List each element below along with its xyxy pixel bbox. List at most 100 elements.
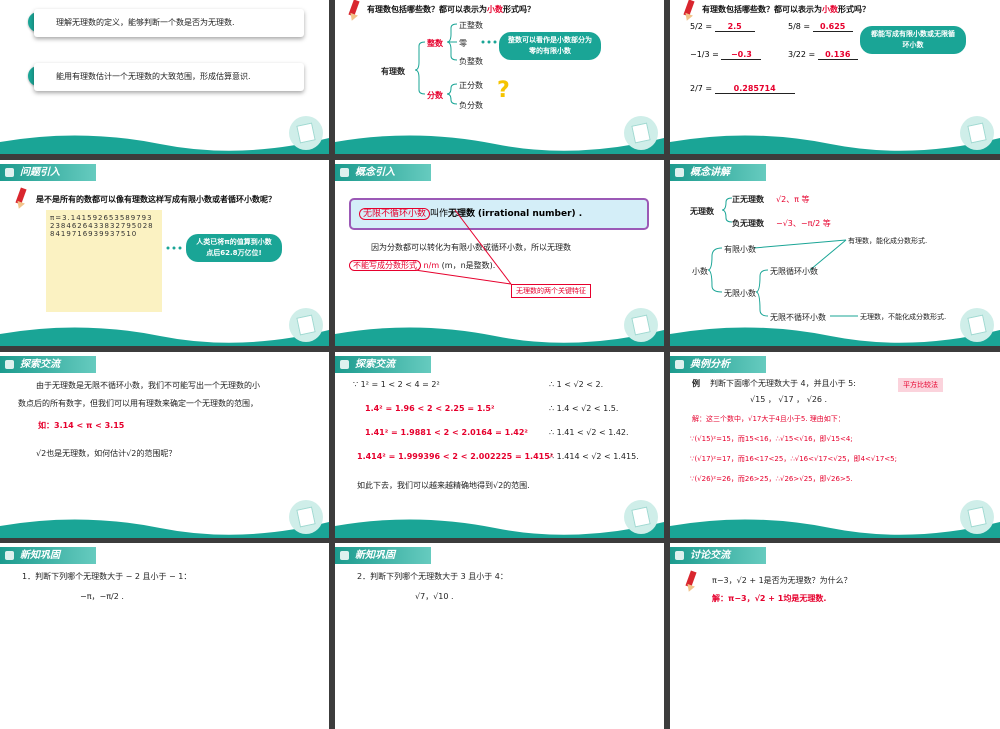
paragraph-line-1: 因为分数都可以转化为有限小数或循环小数，所以无理数	[371, 243, 571, 252]
paper-icon	[960, 308, 994, 342]
paper-icon	[289, 308, 323, 342]
example-inequality: 如：3.14 < π < 3.15	[38, 421, 125, 430]
paper-icon	[624, 116, 658, 150]
step-left-1: ∵ 1² = 1 < 2 < 4 = 2²	[353, 380, 440, 389]
leaf-neg-frac: 负分数	[459, 101, 483, 110]
step-left-3: 1.41² = 1.9881 < 2 < 2.0164 = 1.42²	[365, 428, 528, 437]
wave-decoration	[0, 519, 329, 538]
step-left-4: 1.414² = 1.999396 < 2 < 2.002225 = 1.415…	[357, 452, 554, 461]
question-text: 是不是所有的数都可以像有理数这样写成有限小数或者循环小数呢？	[36, 195, 276, 204]
decimal-root: 小数	[692, 267, 708, 276]
infinite-repeating: 无限循环小数	[770, 267, 818, 276]
question-text: 有理数包括哪些数？都可以表示为小数形式吗？	[367, 5, 535, 14]
discussion-answer: 解：π−3，√2 + 1均是无理数.	[712, 594, 827, 603]
leaf-neg-int: 负整数	[459, 57, 483, 66]
irrational-root: 无理数	[690, 207, 714, 216]
question-text: 有理数包括哪些数？都可以表示为小数形式吗？	[702, 5, 870, 14]
step-left-2: 1.4² = 1.96 < 2 < 2.25 = 1.5²	[365, 404, 495, 413]
slide-example-analysis[interactable]: 典例分析 例 判断下面哪个无理数大于 4，并且小于 5: √15 ， √17 ，…	[670, 352, 1000, 538]
objective-item-1: 理解无理数的定义，能够判断一个数是否为无理数.	[34, 9, 304, 37]
slide-decimal-forms[interactable]: 有理数包括哪些数？都可以表示为小数形式吗？ 5/2 = 2.5 5/8 = 0.…	[670, 0, 1000, 154]
slide-header: 新知巩固	[0, 547, 96, 564]
slide-explore-2[interactable]: 探索交流 ∵ 1² = 1 < 2 < 4 = 2² ∴ 1 < √2 < 2.…	[335, 352, 664, 538]
solution-intro: 解：这三个数中，√17大于4且小于5. 理由如下：	[692, 415, 845, 423]
equation-2a: −1/3 = −0.3̇	[690, 50, 762, 60]
arrow-lines	[414, 209, 512, 285]
paragraph-line-1: 由于无理数是无限不循环小数，我们不可能写出一个无理数的小	[36, 381, 260, 390]
note-bubble: 都能写成有限小数或无限循环小数	[860, 26, 966, 54]
equation-2b: 3/22 = 0.136̇	[788, 50, 858, 60]
slide-header: 新知巩固	[335, 547, 431, 564]
pos-irrational: 正无理数	[732, 195, 764, 204]
solution-line-1: ∵(√15)²=15，而15<16，∴√15<√16，即√15<4;	[690, 435, 853, 443]
definition-key: 无限不循环小数	[359, 208, 431, 220]
wave-decoration	[335, 135, 664, 154]
slide-header: 探索交流	[0, 356, 96, 373]
slide-header: 典例分析	[670, 356, 766, 373]
slide-header: 概念引入	[335, 164, 431, 181]
paper-icon	[960, 116, 994, 150]
discussion-question: π−3，√2 + 1是否为无理数？为什么？	[712, 576, 852, 585]
example-label: 例	[692, 379, 700, 388]
pi-spiral-image: π=3.141592653589793238462643383279502884…	[46, 210, 162, 312]
features-tag: 无理数的两个关键特征	[511, 284, 591, 298]
slide-rational-classification[interactable]: 有理数包括哪些数？都可以表示为小数形式吗？ 有理数 整数 分数 正整数 零 负整…	[335, 0, 664, 154]
paper-icon	[960, 500, 994, 534]
wave-decoration	[670, 327, 1000, 346]
exercise-numbers: −π，−π/2 .	[80, 592, 124, 601]
finite-decimal: 有限小数	[724, 245, 756, 254]
leaf-pos-int: 正整数	[459, 21, 483, 30]
wave-decoration	[0, 327, 329, 346]
definition-box: 无限不循环小数叫作无理数 (irrational number) .	[349, 198, 649, 230]
slide-header: 探索交流	[335, 356, 431, 373]
irrational-note: 无理数，不能化成分数形式.	[860, 313, 947, 321]
neg-irrational: 负无理数	[732, 219, 764, 228]
slide-objectives[interactable]: 1 理解无理数的定义，能够判断一个数是否为无理数. 2 能用有理数估计一个无理数…	[0, 0, 329, 154]
tree-lines	[707, 197, 858, 317]
neg-examples: −√3、−π/2 等	[776, 219, 831, 228]
wave-decoration	[670, 519, 1000, 538]
paper-icon	[289, 500, 323, 534]
step-right-1: ∴ 1 < √2 < 2.	[549, 380, 604, 389]
node-fraction: 分数	[427, 91, 443, 100]
paragraph-line-2: 不能写成分数形式 n/m (m，n是整数).	[349, 260, 495, 271]
paper-icon	[624, 500, 658, 534]
step-right-2: ∴ 1.4 < √2 < 1.5.	[549, 404, 619, 413]
paragraph-line-2: 数点后的所有数字，但我们可以用有理数来确定一个无理数的范围，	[18, 399, 258, 408]
step-right-4: ∴ 1.414 < √2 < 1.415.	[549, 452, 639, 461]
tree-lines	[414, 23, 497, 105]
exercise-question: 2．判断下列哪个无理数大于 3 且小于 4：	[357, 572, 508, 581]
exercise-question: 1．判断下列哪个无理数大于 − 2 且小于 − 1：	[22, 572, 192, 581]
step-right-3: ∴ 1.41 < √2 < 1.42.	[549, 428, 629, 437]
objective-item-2: 能用有理数估计一个无理数的大致范围，形成估算意识.	[34, 63, 304, 91]
leaf-zero: 零	[459, 39, 467, 48]
slide-header: 问题引入	[0, 164, 96, 181]
question-mark-icon: ?	[497, 78, 510, 103]
paper-icon	[624, 308, 658, 342]
pi-spiral-text: π=3.141592653589793238462643383279502884…	[50, 214, 154, 238]
rational-note: 有理数，能化成分数形式.	[848, 237, 928, 245]
slide-concept-intro[interactable]: 概念引入 无限不循环小数叫作无理数 (irrational number) . …	[335, 160, 664, 346]
slide-header: 概念讲解	[670, 164, 766, 181]
wave-decoration	[0, 135, 329, 154]
slide-explore-1[interactable]: 探索交流 由于无理数是无限不循环小数，我们不可能写出一个无理数的小 数点后的所有…	[0, 352, 329, 538]
slide-practice-1[interactable]: 新知巩固 1．判断下列哪个无理数大于 − 2 且小于 − 1： −π，−π/2 …	[0, 543, 329, 729]
conclusion-text: 如此下去，我们可以越来越精确地得到√2的范围.	[357, 481, 530, 490]
slide-header: 讨论交流	[670, 547, 766, 564]
wave-decoration	[335, 519, 664, 538]
slide-discussion[interactable]: 讨论交流 π−3，√2 + 1是否为无理数？为什么？ 解：π−3，√2 + 1均…	[670, 543, 1000, 729]
question-text: √2也是无理数，如何估计√2的范围呢？	[36, 449, 177, 458]
pos-examples: √2、π 等	[776, 195, 810, 204]
slide-practice-2[interactable]: 新知巩固 2．判断下列哪个无理数大于 3 且小于 4： √7，√10 .	[335, 543, 664, 729]
leaf-pos-frac: 正分数	[459, 81, 483, 90]
solution-line-3: ∵(√26)²=26，而26>25，∴√26>√25，即√26>5.	[690, 475, 853, 483]
note-bubble: 整数可以看作是小数部分为零的有限小数	[499, 32, 601, 60]
wave-decoration	[335, 327, 664, 346]
wave-decoration	[670, 135, 1000, 154]
pencil-icon	[684, 570, 698, 594]
exercise-numbers: √7，√10 .	[415, 592, 454, 601]
method-tag: 平方比较法	[898, 378, 943, 392]
slide-question-intro[interactable]: 问题引入 是不是所有的数都可以像有理数这样写成有限小数或者循环小数呢？ π=3.…	[0, 160, 329, 346]
slide-concept-explain[interactable]: 概念讲解 无理数 正无理数 √2、π 等 负无理数 −√3、−π/2 等 小数 …	[670, 160, 1000, 346]
note-bubble: 人类已将π的值算到小数点后62.8万亿位!	[186, 234, 282, 262]
